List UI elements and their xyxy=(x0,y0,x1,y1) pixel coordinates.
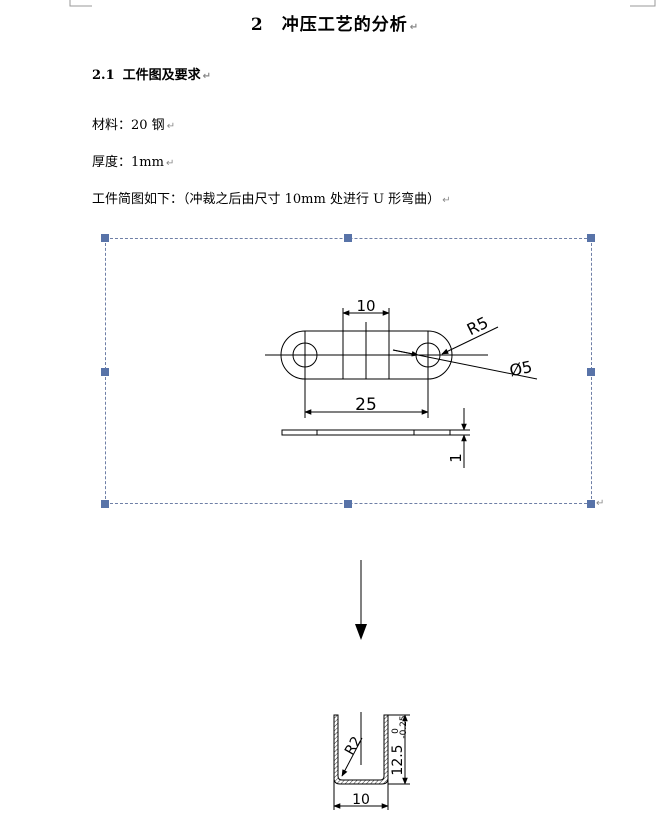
sketch-caption-line: 工件简图如下：（冲裁之后由尺寸 10mm 处进行 U 形弯曲）↵ xyxy=(92,188,451,207)
sketch-caption-text: 工件简图如下：（冲裁之后由尺寸 10mm 处进行 U 形弯曲） xyxy=(92,192,441,207)
dim-label-r5: R5 xyxy=(464,313,491,339)
dim-tolerance-upper: 0 xyxy=(391,728,401,734)
resize-handle-right[interactable] xyxy=(587,368,595,376)
u-part-section xyxy=(333,714,389,785)
paragraph-mark-icon: ↵ xyxy=(596,498,605,509)
resize-handle-top-left[interactable] xyxy=(101,234,109,242)
paragraph-mark-icon: ↵ xyxy=(166,121,176,132)
paragraph-mark-icon: ↵ xyxy=(165,158,175,169)
dim-label-10: 10 xyxy=(356,297,375,315)
dim-label-r2: R2 xyxy=(342,734,365,758)
dim-label-thickness: 1 xyxy=(447,453,465,463)
thickness-line: 厚度：1mm↵ xyxy=(92,151,174,170)
material-text: 材料：20 钢 xyxy=(92,118,165,133)
page-corner-marks xyxy=(69,0,656,7)
resize-handle-bottom[interactable] xyxy=(344,500,352,508)
side-view-strip xyxy=(281,429,451,436)
paragraph-mark-icon: ↵ xyxy=(442,195,451,206)
section-heading: 2.1 工件图及要求↵ xyxy=(92,64,211,83)
section-number: 2.1 xyxy=(92,68,115,83)
resize-handle-top[interactable] xyxy=(344,234,352,242)
leader-r2 xyxy=(341,737,363,777)
dim-tolerance-lower: -0.25 xyxy=(399,715,409,738)
corner-mark-left xyxy=(69,0,92,7)
paragraph-mark-icon: ↵ xyxy=(202,71,212,82)
section-title: 工件图及要求 xyxy=(122,68,201,83)
dim-label-u-height: 12.5 xyxy=(390,744,406,775)
u-part-drawing: 10 R2 12.5 0 -0.25 xyxy=(333,712,410,810)
process-arrow-head xyxy=(355,624,367,640)
dim-label-25: 25 xyxy=(355,395,377,415)
dim-label-diameter: Ø5 xyxy=(508,357,534,380)
resize-handle-left[interactable] xyxy=(101,368,109,376)
resize-handle-bottom-left[interactable] xyxy=(101,500,109,508)
dim-label-u-width: 10 xyxy=(352,792,370,808)
paragraph-mark-icon: ↵ xyxy=(409,22,420,33)
chapter-heading: 2 冲压工艺的分析↵ xyxy=(0,10,670,35)
thickness-text: 厚度：1mm xyxy=(92,155,164,170)
material-line: 材料：20 钢↵ xyxy=(92,114,175,133)
leader-r5 xyxy=(441,326,499,355)
resize-handle-top-right[interactable] xyxy=(587,234,595,242)
chapter-number: 2 xyxy=(250,15,264,35)
corner-mark-right xyxy=(630,0,656,7)
chapter-title: 冲压工艺的分析 xyxy=(281,15,408,35)
resize-handle-bottom-right[interactable] xyxy=(587,500,595,508)
